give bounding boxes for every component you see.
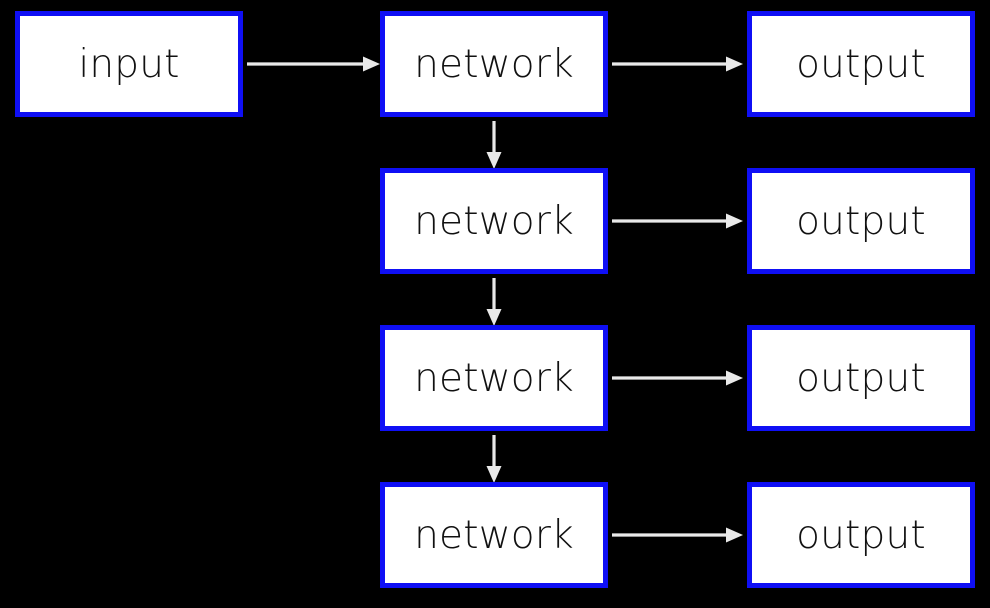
node-output-3[interactable]: output [747, 325, 975, 431]
node-network-4[interactable]: network [380, 482, 608, 588]
node-output-1[interactable]: output [747, 11, 975, 117]
arrow-network4-to-output4 [612, 521, 743, 549]
node-output-4-label: output [796, 512, 926, 558]
node-network-1[interactable]: network [380, 11, 608, 117]
arrow-network3-to-network4 [480, 435, 508, 483]
node-output-2-label: output [796, 198, 926, 244]
node-input-label: input [78, 41, 180, 87]
arrow-network3-to-output3 [612, 364, 743, 392]
node-network-4-label: network [414, 512, 574, 558]
node-output-1-label: output [796, 41, 926, 87]
node-output-3-label: output [796, 355, 926, 401]
node-network-1-label: network [414, 41, 574, 87]
node-output-2[interactable]: output [747, 168, 975, 274]
node-input[interactable]: input [15, 11, 243, 117]
arrow-input-to-network1 [247, 50, 380, 78]
arrow-network2-to-network3 [480, 278, 508, 326]
arrow-network2-to-output2 [612, 207, 743, 235]
arrow-network1-to-output1 [612, 50, 743, 78]
arrow-network1-to-network2 [480, 121, 508, 169]
node-output-4[interactable]: output [747, 482, 975, 588]
node-network-2-label: network [414, 198, 574, 244]
node-network-2[interactable]: network [380, 168, 608, 274]
node-network-3[interactable]: network [380, 325, 608, 431]
node-network-3-label: network [414, 355, 574, 401]
